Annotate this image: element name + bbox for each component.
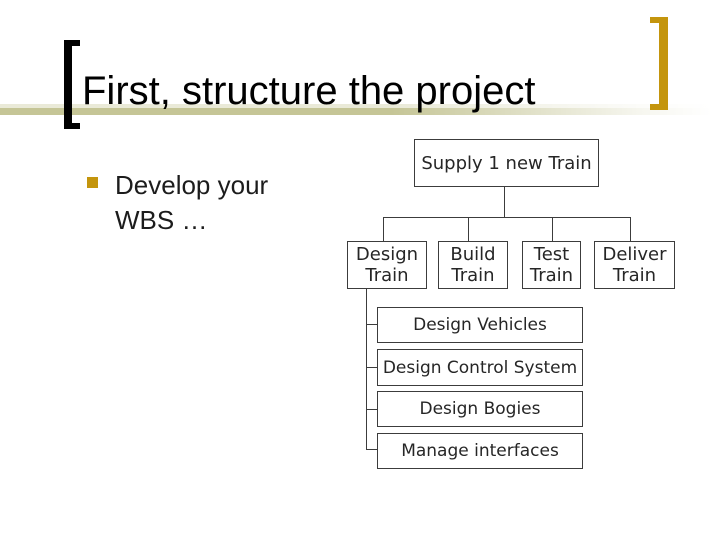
connector-drop-test xyxy=(552,217,553,241)
bullet-text: Develop your WBS … xyxy=(115,170,269,235)
title-underline-bar xyxy=(0,104,712,115)
wbs-box-test-train: Test Train xyxy=(522,241,581,289)
wbs-box-design-vehicles: Design Vehicles xyxy=(377,307,583,343)
connector-design-spine xyxy=(366,289,367,450)
connector-drop-deliver xyxy=(630,217,631,241)
wbs-box-design-control-system: Design Control System xyxy=(377,349,583,386)
wbs-box-design-train: Design Train xyxy=(347,241,427,289)
connector-rail xyxy=(383,217,631,218)
connector-drop-build xyxy=(468,217,469,241)
connector-stub-design-control-system xyxy=(366,367,377,368)
connector-stub-design-bogies xyxy=(366,409,377,410)
wbs-box-deliver-train: Deliver Train xyxy=(594,241,675,289)
connector-stub-design-vehicles xyxy=(366,324,377,325)
connector-root-drop xyxy=(504,186,505,217)
connector-stub-manage-interfaces xyxy=(366,449,377,450)
open-bracket-icon xyxy=(64,40,80,129)
wbs-box-manage-interfaces: Manage interfaces xyxy=(377,433,583,469)
close-bracket-icon xyxy=(650,17,668,110)
wbs-box-supply-1-new-train: Supply 1 new Train xyxy=(414,139,599,187)
connector-drop-design xyxy=(383,217,384,241)
wbs-box-build-train: Build Train xyxy=(438,241,508,289)
wbs-box-design-bogies: Design Bogies xyxy=(377,391,583,427)
bullet-square-icon xyxy=(87,177,98,188)
slide-title: First, structure the project xyxy=(82,69,536,113)
